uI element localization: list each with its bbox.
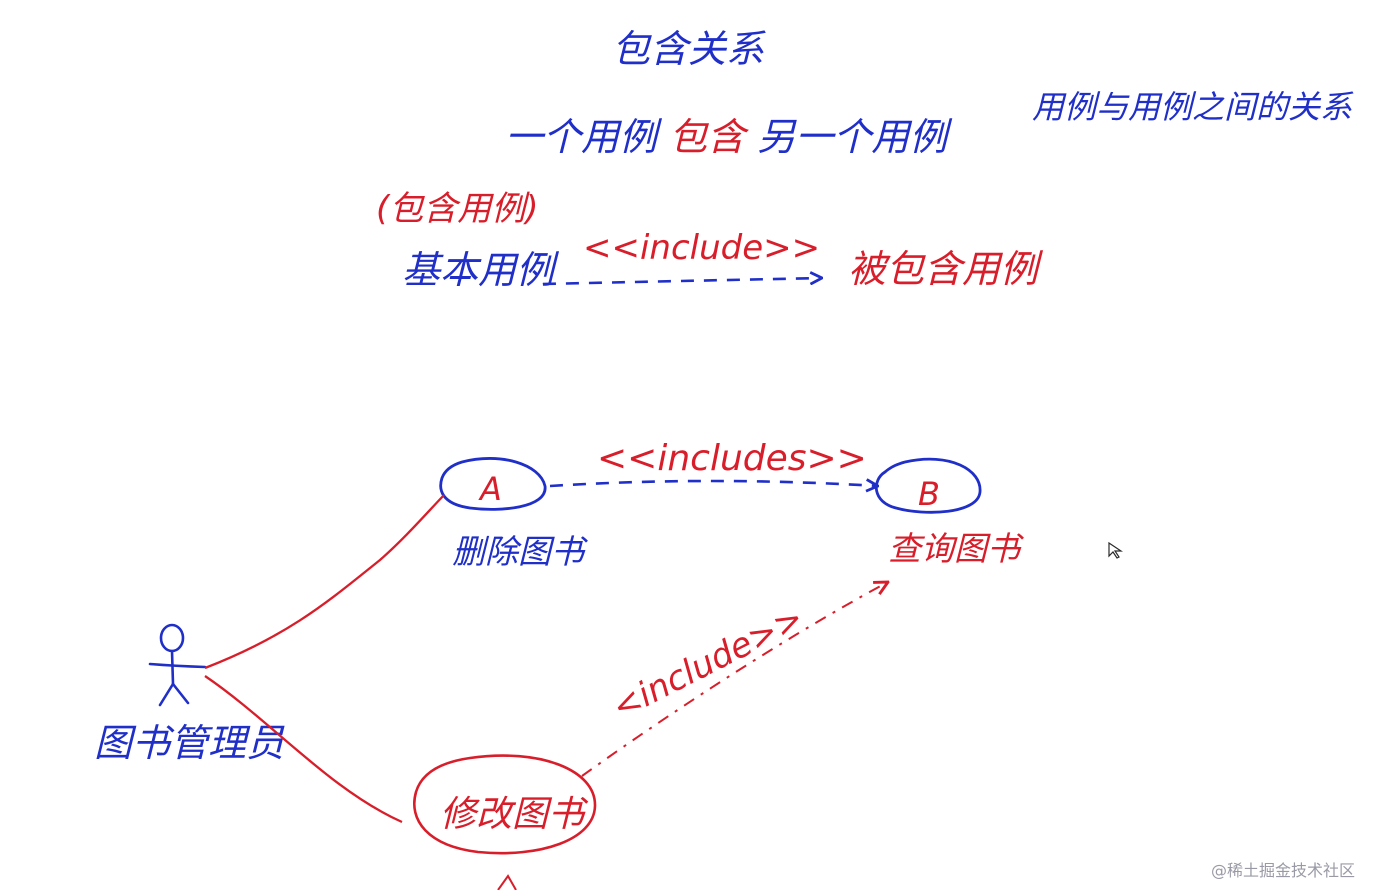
diagram-title: 包含关系: [612, 27, 766, 71]
sentence-part2: 另一个用例: [757, 115, 953, 159]
include-arrow-a-to-b: [549, 481, 878, 486]
actor-stick-figure: [148, 623, 207, 707]
base-use-case-label: 基本用例: [402, 248, 560, 292]
association-actor-to-c: [204, 675, 403, 824]
included-use-case-label: 被包含用例: [848, 247, 1044, 291]
include-arrow-c-to-b: [581, 582, 888, 777]
sentence-part1: 一个用例: [505, 115, 663, 159]
use-case-a-name: 删除图书: [452, 532, 588, 571]
stereotype-c-to-b: <include>>: [606, 598, 810, 728]
stereotype-a-to-b: <<includes>>: [597, 438, 867, 479]
association-actor-to-a: [204, 494, 445, 670]
sentence-keyword: 包含: [669, 115, 749, 159]
watermark: @稀土掘金技术社区: [1211, 861, 1355, 880]
use-case-b-name: 查询图书: [888, 529, 1024, 568]
definition-include-arrow: [542, 278, 822, 286]
use-case-a-letter: A: [478, 470, 502, 508]
definition-sentence: 一个用例 包含 另一个用例: [505, 115, 953, 159]
use-case-c-oval: [413, 754, 597, 855]
use-case-b-oval: [875, 457, 982, 514]
included-label: (包含用例): [376, 189, 539, 229]
use-case-a-oval: [439, 457, 547, 511]
partial-mark-bottom: [497, 874, 517, 890]
side-note: 用例与用例之间的关系: [1032, 88, 1354, 126]
definition-stereotype: <<include>>: [583, 228, 820, 268]
use-case-b-letter: B: [918, 475, 940, 513]
use-case-c-name: 修改图书: [440, 794, 589, 835]
cursor-icon: [1108, 541, 1123, 559]
actor-name: 图书管理员: [94, 721, 285, 765]
